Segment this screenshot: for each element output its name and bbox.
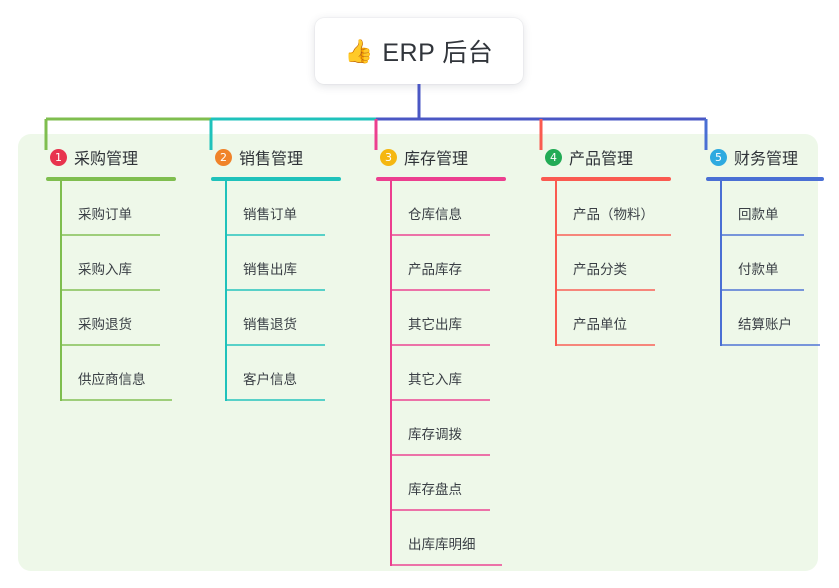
column-header-4[interactable]: 4 产品管理 <box>527 145 687 169</box>
leaf-item[interactable]: 库存调拨 <box>390 401 522 456</box>
leaf-item-rule <box>390 289 490 291</box>
column-rule-4 <box>541 177 671 181</box>
column-header-5[interactable]: 5 财务管理 <box>692 145 839 169</box>
leaf-item-rule <box>555 234 671 236</box>
column-header-2[interactable]: 2 销售管理 <box>197 145 357 169</box>
leaf-item-label: 仓库信息 <box>408 207 462 222</box>
leaf-item-rule <box>390 399 490 401</box>
column-items-1: 采购订单采购入库采购退货供应商信息 <box>60 181 192 401</box>
column-items-3: 仓库信息产品库存其它出库其它入库库存调拨库存盘点出库库明细 <box>390 181 522 566</box>
leaf-item-label: 出库库明细 <box>408 537 476 552</box>
leaf-item-rule <box>720 234 804 236</box>
leaf-item-label: 其它入库 <box>408 372 462 387</box>
leaf-item-rule <box>390 509 490 511</box>
diagram-panel <box>18 134 818 571</box>
leaf-item[interactable]: 销售出库 <box>225 236 357 291</box>
column-rule-3 <box>376 177 506 181</box>
column-header-1[interactable]: 1 采购管理 <box>32 145 192 169</box>
column-badge-3: 3 <box>380 148 397 166</box>
leaf-item[interactable]: 付款单 <box>720 236 839 291</box>
leaf-item[interactable]: 库存盘点 <box>390 456 522 511</box>
column-rule-5 <box>706 177 824 181</box>
column-title-5: 财务管理 <box>734 151 799 168</box>
leaf-item-rule <box>60 399 172 401</box>
leaf-item-rule <box>720 344 820 346</box>
column-3: 3 库存管理仓库信息产品库存其它出库其它入库库存调拨库存盘点出库库明细 <box>362 145 522 566</box>
leaf-item[interactable]: 其它入库 <box>390 346 522 401</box>
leaf-item[interactable]: 结算账户 <box>720 291 839 346</box>
leaf-item-rule <box>555 289 655 291</box>
leaf-item-label: 采购入库 <box>78 262 132 277</box>
leaf-item-label: 库存调拨 <box>408 427 462 442</box>
leaf-item[interactable]: 产品（物料） <box>555 181 687 236</box>
column-badge-4: 4 <box>545 148 562 166</box>
leaf-item[interactable]: 仓库信息 <box>390 181 522 236</box>
leaf-item-label: 采购订单 <box>78 207 132 222</box>
root-node-card[interactable]: 👍 ERP 后台 <box>315 18 523 84</box>
leaf-item-label: 销售订单 <box>243 207 297 222</box>
leaf-item-rule <box>390 344 490 346</box>
leaf-item[interactable]: 客户信息 <box>225 346 357 401</box>
column-badge-1: 1 <box>50 148 67 166</box>
leaf-item[interactable]: 采购退货 <box>60 291 192 346</box>
column-4: 4 产品管理产品（物料） 产品分类产品单位 <box>527 145 687 346</box>
column-title-1: 采购管理 <box>74 151 139 168</box>
leaf-item[interactable]: 产品分类 <box>555 236 687 291</box>
leaf-item-rule <box>390 564 502 566</box>
leaf-item-label: 回款单 <box>738 207 779 222</box>
leaf-item-label: 产品单位 <box>573 317 627 332</box>
leaf-item[interactable]: 销售退货 <box>225 291 357 346</box>
leaf-item-label: 付款单 <box>738 262 779 277</box>
thumbs-up-icon: 👍 <box>344 37 374 64</box>
root-node-title: ERP 后台 <box>382 39 494 67</box>
leaf-item[interactable]: 出库库明细 <box>390 511 522 566</box>
leaf-item-label: 销售出库 <box>243 262 297 277</box>
leaf-item-rule <box>60 289 160 291</box>
column-items-4: 产品（物料） 产品分类产品单位 <box>555 181 687 346</box>
leaf-item[interactable]: 采购订单 <box>60 181 192 236</box>
leaf-item-rule <box>225 289 325 291</box>
column-items-5: 回款单付款单结算账户 <box>720 181 839 346</box>
leaf-item-rule <box>225 399 325 401</box>
leaf-item-rule <box>225 344 325 346</box>
leaf-item[interactable]: 销售订单 <box>225 181 357 236</box>
leaf-item-label: 客户信息 <box>243 372 297 387</box>
leaf-item[interactable]: 采购入库 <box>60 236 192 291</box>
column-title-4: 产品管理 <box>569 151 634 168</box>
leaf-item-rule <box>555 344 655 346</box>
leaf-item-label: 销售退货 <box>243 317 297 332</box>
column-badge-2: 2 <box>215 148 232 166</box>
leaf-item[interactable]: 回款单 <box>720 181 839 236</box>
leaf-item-label: 其它出库 <box>408 317 462 332</box>
column-header-3[interactable]: 3 库存管理 <box>362 145 522 169</box>
column-badge-5: 5 <box>710 148 727 166</box>
leaf-item-rule <box>60 234 160 236</box>
leaf-item-label: 产品（物料） <box>573 207 654 222</box>
leaf-item[interactable]: 其它出库 <box>390 291 522 346</box>
leaf-item-rule <box>720 289 804 291</box>
column-rule-2 <box>211 177 341 181</box>
leaf-item-label: 供应商信息 <box>78 372 146 387</box>
leaf-item-label: 采购退货 <box>78 317 132 332</box>
column-1: 1 采购管理采购订单采购入库采购退货供应商信息 <box>32 145 192 401</box>
leaf-item-rule <box>225 234 325 236</box>
column-title-3: 库存管理 <box>404 151 469 168</box>
column-2: 2 销售管理销售订单销售出库销售退货客户信息 <box>197 145 357 401</box>
leaf-item[interactable]: 供应商信息 <box>60 346 192 401</box>
column-title-2: 销售管理 <box>239 151 304 168</box>
leaf-item-label: 产品分类 <box>573 262 627 277</box>
column-5: 5 财务管理回款单付款单结算账户 <box>692 145 839 346</box>
leaf-item-rule <box>390 234 490 236</box>
leaf-item-rule <box>390 454 490 456</box>
leaf-item[interactable]: 产品单位 <box>555 291 687 346</box>
leaf-item[interactable]: 产品库存 <box>390 236 522 291</box>
column-items-2: 销售订单销售出库销售退货客户信息 <box>225 181 357 401</box>
leaf-item-label: 库存盘点 <box>408 482 462 497</box>
leaf-item-label: 产品库存 <box>408 262 462 277</box>
leaf-item-label: 结算账户 <box>738 317 792 332</box>
leaf-item-rule <box>60 344 160 346</box>
column-rule-1 <box>46 177 176 181</box>
